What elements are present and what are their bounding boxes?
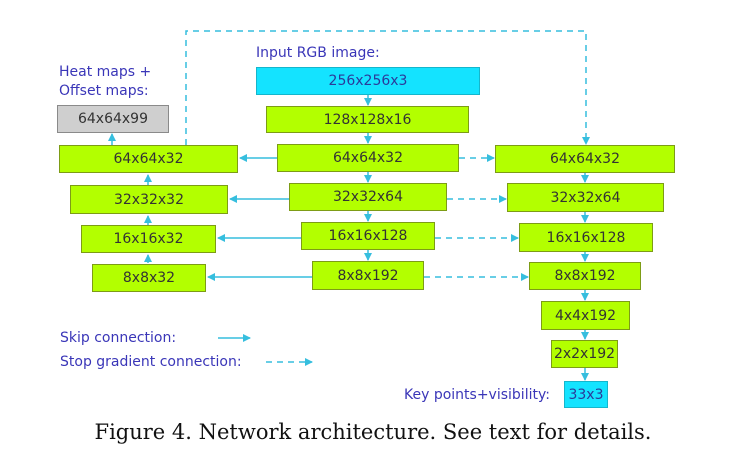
stop-gradient-top	[185, 30, 590, 145]
regression-block-64: 64x64x32	[495, 145, 675, 173]
legend-skip-label: Skip connection:	[60, 330, 177, 346]
legend-stop-label: Stop gradient connection:	[60, 354, 242, 370]
decoder-block-32: 32x32x32	[70, 185, 228, 214]
regression-block-16: 16x16x128	[519, 223, 653, 252]
decoder-block-16: 16x16x32	[81, 225, 216, 253]
input-label: Input RGB image:	[256, 45, 380, 61]
keypoints-output-block: 33x3	[564, 381, 608, 408]
encoder-block-8: 8x8x192	[312, 261, 424, 290]
heat-maps-label-line1: Heat maps +	[59, 64, 152, 80]
heatmap-output-block: 64x64x99	[57, 105, 169, 133]
encoder-block-128: 128x128x16	[266, 106, 469, 133]
heat-maps-label-line2: Offset maps:	[59, 83, 149, 99]
figure-caption: Figure 4. Network architecture. See text…	[94, 420, 652, 444]
encoder-block-64: 64x64x32	[277, 144, 459, 172]
decoder-block-64: 64x64x32	[59, 145, 238, 173]
input-block: 256x256x3	[256, 67, 480, 95]
regression-block-32: 32x32x64	[507, 183, 664, 212]
regression-block-8: 8x8x192	[529, 262, 641, 290]
encoder-block-16: 16x16x128	[301, 222, 435, 250]
regression-block-4: 4x4x192	[541, 301, 630, 330]
keypoints-label: Key points+visibility:	[404, 387, 550, 403]
decoder-block-8: 8x8x32	[92, 264, 206, 292]
encoder-block-32: 32x32x64	[289, 183, 447, 211]
regression-block-2: 2x2x192	[551, 340, 618, 368]
